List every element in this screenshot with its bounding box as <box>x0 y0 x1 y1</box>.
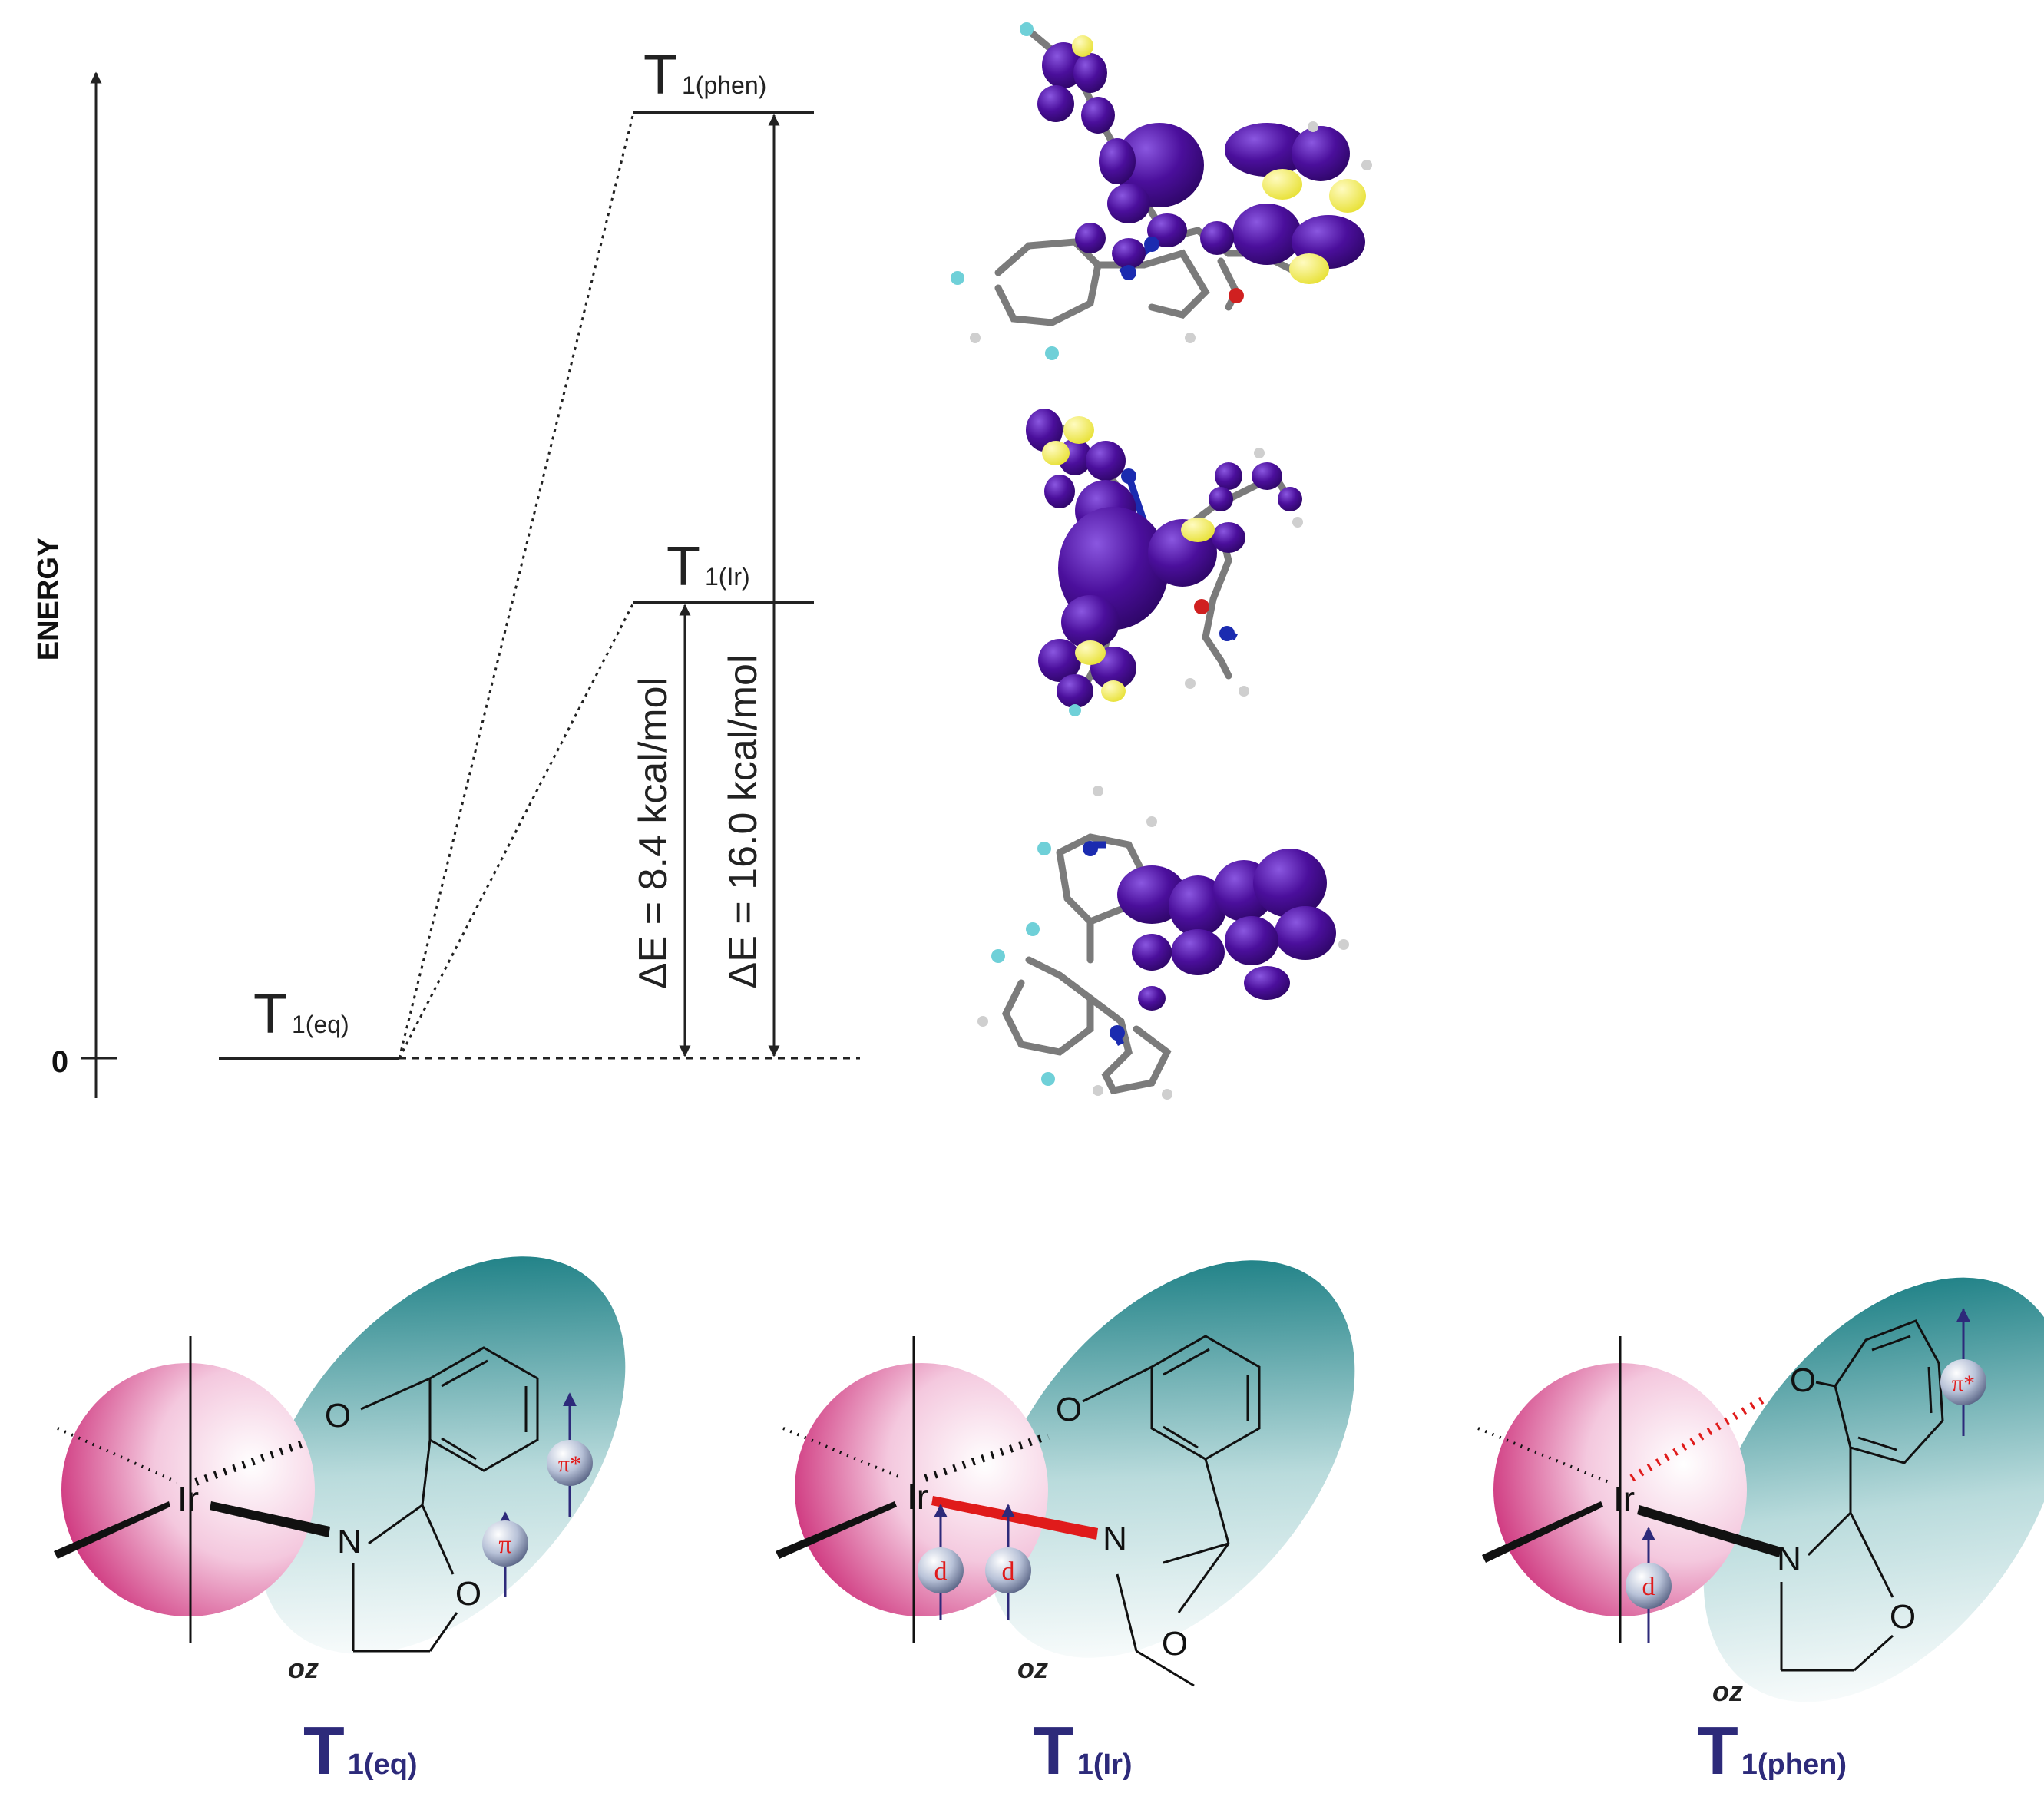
phenoxy-oxygen-label: O <box>325 1397 351 1434</box>
iridium-sphere <box>61 1363 315 1616</box>
connector-eq-ir <box>398 602 635 1059</box>
orbital-d: d <box>1626 1527 1672 1643</box>
orbital-d-2-label: d <box>1002 1557 1015 1586</box>
iridium-label: Ir <box>1613 1479 1635 1519</box>
spin-density-t1-ir <box>1026 409 1303 716</box>
ligand-label-oz: oz <box>1712 1676 1743 1707</box>
ligand-ellipse-oz <box>257 1256 626 1654</box>
nitrogen-label: N <box>1103 1520 1127 1557</box>
energy-axis-label: ENERGY <box>32 538 64 660</box>
ligand-label-oz: oz <box>288 1653 319 1684</box>
orbital-d-label: d <box>1642 1573 1655 1601</box>
orbital-pi-star: π* <box>547 1392 593 1517</box>
spin-density-t1-eq <box>977 786 1349 1100</box>
orbital-pi-star: π* <box>1940 1308 1986 1436</box>
nitrogen-label: N <box>337 1523 362 1560</box>
orbital-pi-star-label: π* <box>1952 1371 1975 1396</box>
nitrogen-label: N <box>1777 1540 1801 1578</box>
iridium-label: Ir <box>907 1477 928 1517</box>
orbital-d-2: d <box>985 1504 1031 1620</box>
gap-label-phen: ΔE = 16.0 kcal/mol <box>721 654 766 988</box>
ring-oxygen-label: O <box>455 1575 481 1613</box>
iridium-sphere <box>795 1363 1048 1616</box>
ligand-ellipse-oz <box>987 1260 1355 1658</box>
ring-oxygen-label: O <box>1890 1598 1916 1636</box>
connector-eq-phen <box>398 112 635 1059</box>
orbital-d-1-label: d <box>934 1557 948 1586</box>
orbital-pi-label: π <box>498 1530 511 1559</box>
phenoxy-oxygen-label: O <box>1056 1391 1082 1428</box>
spin-density-t1-phen <box>951 22 1372 360</box>
iridium-label: Ir <box>177 1479 199 1519</box>
ligand-label-oz: oz <box>1017 1653 1048 1684</box>
gap-label-ir: ΔE = 8.4 kcal/mol <box>631 677 676 989</box>
orbital-pi-star-label: π* <box>558 1451 581 1477</box>
phenoxy-oxygen-label: O <box>1790 1362 1816 1399</box>
orbital-pi: π <box>482 1511 528 1597</box>
zero-label: 0 <box>51 1045 68 1079</box>
energy-diagram: 0 ENERGY ΔE = 8.4 kcal/mol ΔE = 16.0 kca… <box>32 45 860 1098</box>
orbital-d-1: d <box>918 1504 964 1620</box>
ring-oxygen-label: O <box>1162 1625 1188 1663</box>
